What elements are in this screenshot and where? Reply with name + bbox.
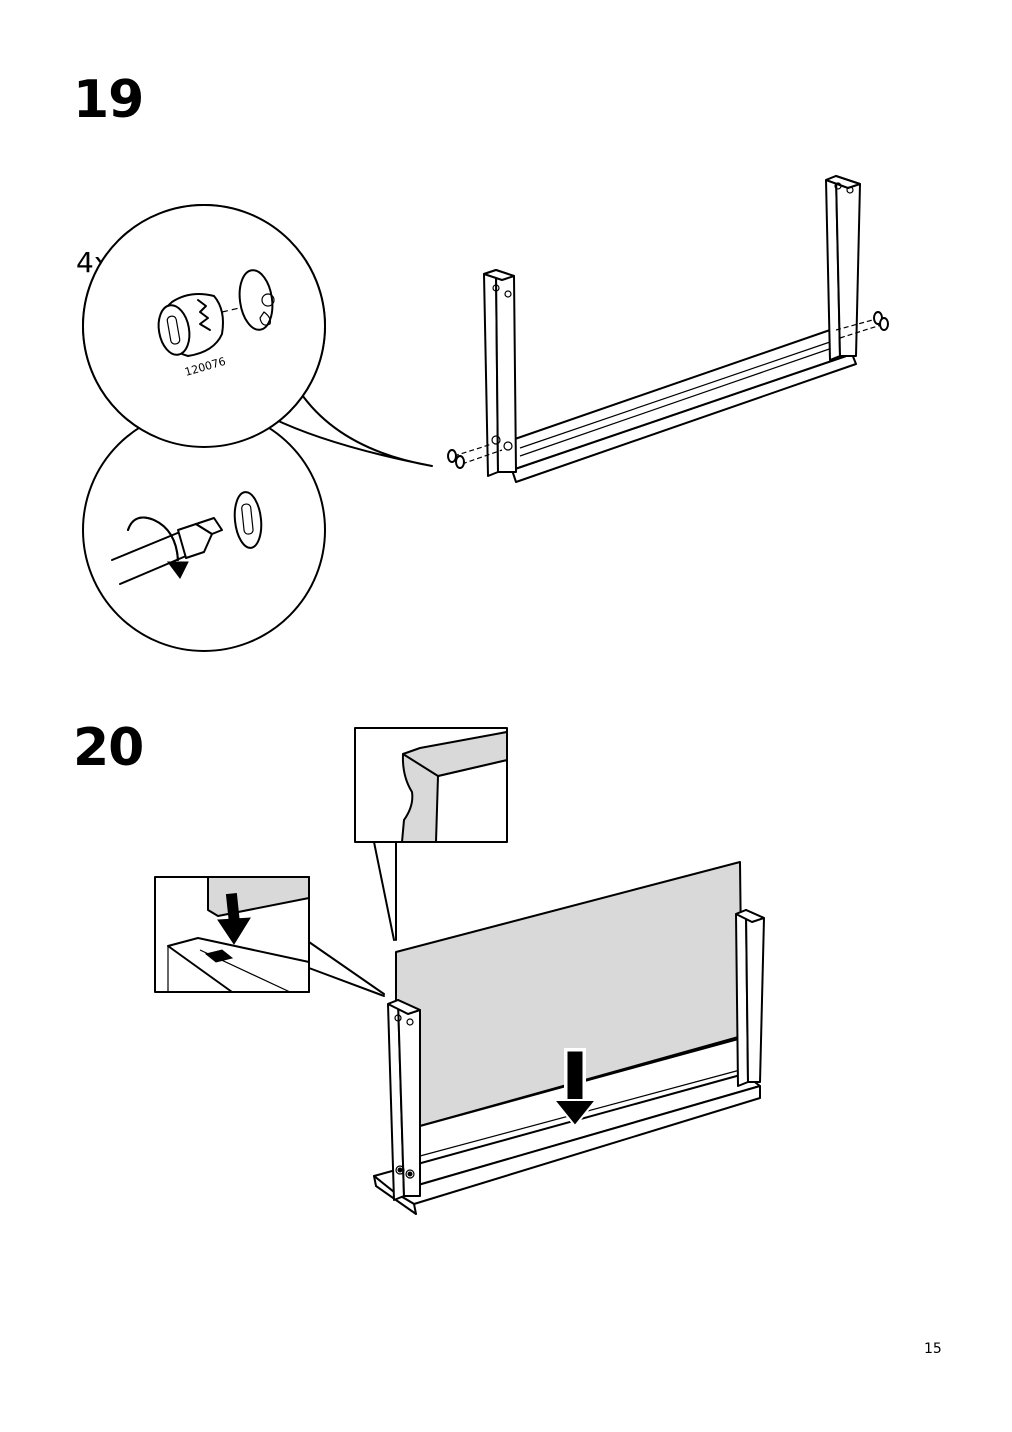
step-number-20: 20 <box>73 718 144 778</box>
down-arrow-icon <box>551 1048 599 1128</box>
step-number-19: 19 <box>73 70 144 130</box>
detail-box-panel-edge <box>354 727 508 941</box>
step-19-illustration: 120076 <box>82 175 889 652</box>
rotate-clockwise-arrow-icon <box>127 516 189 579</box>
step-20-illustration <box>154 727 765 1215</box>
frame-base-assembly <box>447 175 889 483</box>
cam-lock-fitting-icon <box>157 269 275 357</box>
down-arrow-icon <box>217 893 251 945</box>
screwdriver-icon <box>111 491 263 585</box>
detail-box-slot <box>154 876 385 997</box>
page-number: 15 <box>924 1341 942 1357</box>
callout-tail <box>271 391 433 467</box>
